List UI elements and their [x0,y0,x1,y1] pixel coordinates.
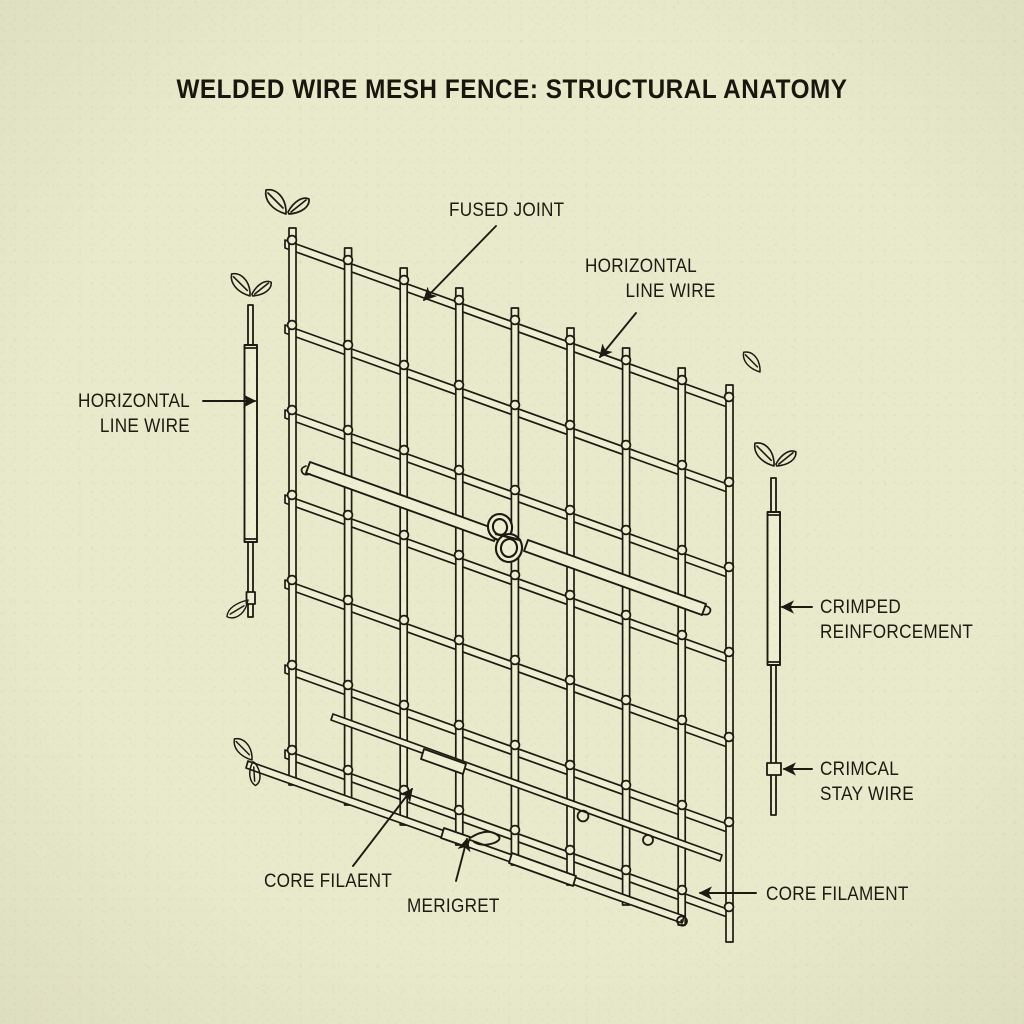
label-merigret-line1: MERIGRET [407,895,500,917]
vertical-stay-wires [288,227,734,943]
label-horizontal-left-line1: HORIZONTAL [78,390,190,412]
mesh-panel [284,227,735,943]
label-fused-joint-line1: FUSED JOINT [449,199,565,221]
label-core-filament: CORE FILAMENT [766,882,909,907]
label-crimped-line2: REINFORCEMENT [820,621,974,643]
label-horizontal-top-line1: HORIZONTAL [585,255,697,277]
label-core-filaent-line1: CORE FILAENT [264,870,393,892]
callout-leaders [202,225,813,900]
crimped-reinforcement-rod [300,461,712,616]
label-crimped-reinforcement: CRIMPED REINFORCEMENT [820,595,973,645]
page-title: WELDED WIRE MESH FENCE: STRUCTURAL ANATO… [176,74,848,104]
label-core-filaent: CORE FILAENT [264,869,392,894]
label-fused-joint: FUSED JOINT [449,198,564,223]
label-core-filament-line1: CORE FILAMENT [766,883,909,905]
label-horizontal-top-line2: LINE WIRE [625,280,716,302]
label-horizontal-line-wire-left: HORIZONTAL LINE WIRE [23,389,190,439]
label-horizontal-left-line2: LINE WIRE [99,415,190,437]
horizontal-line-wires [284,239,731,919]
label-horizontal-line-wire-top: HORIZONTAL LINE WIRE [585,254,716,304]
leader-fused-joint [423,225,497,301]
label-merigret: MERIGRET [407,894,500,919]
label-crimcal-stay-wire: CRIMCAL STAY WIRE [820,757,914,807]
label-stay-line2: STAY WIRE [820,783,914,805]
leader-merigret [455,837,471,882]
specimen-crimped-stay-wire [766,477,782,816]
label-stay-line1: CRIMCAL [820,758,900,780]
label-crimped-line1: CRIMPED [820,596,901,618]
leaf-sprig-ornaments [226,188,797,787]
specimen-horizontal-line-wire [243,304,258,618]
fused-joint-nodes [286,234,735,913]
leader-horizontal-top [599,312,637,359]
coil-knot [486,512,524,564]
leader-core-filaent [352,787,413,867]
core-filament-upper [330,713,723,862]
